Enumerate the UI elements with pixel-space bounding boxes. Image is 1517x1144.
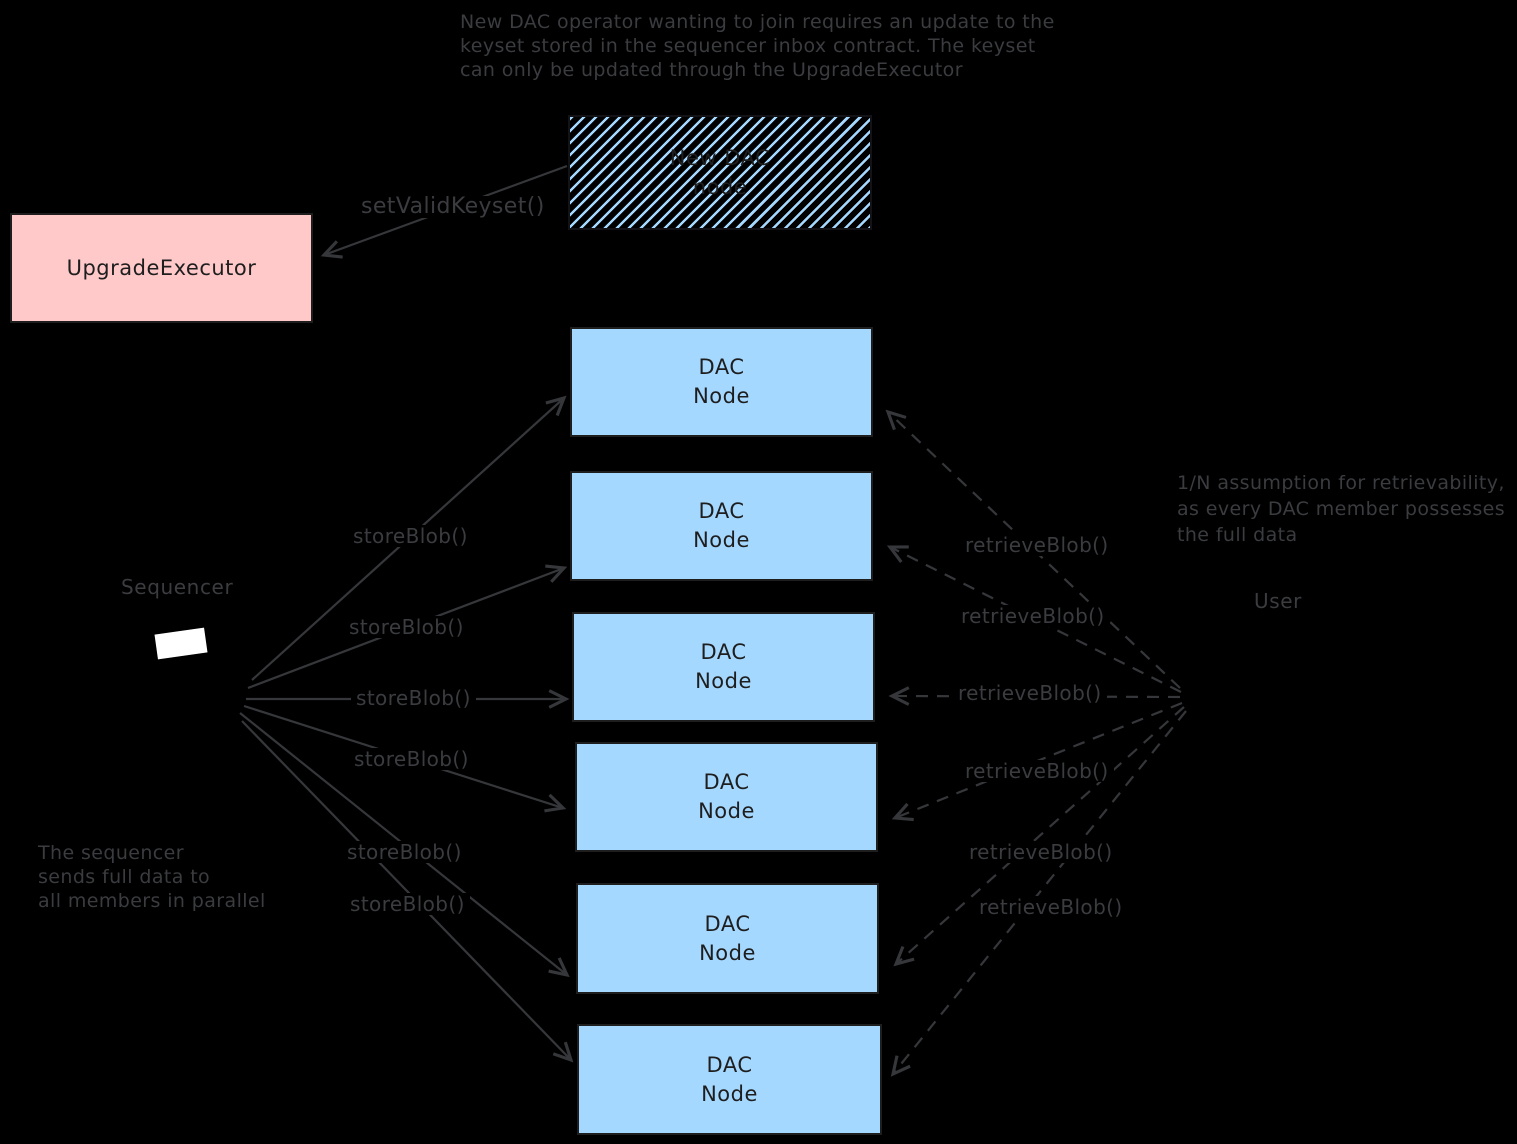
store-blob-label-6: storeBlob() <box>345 893 470 915</box>
retrieve-blob-label-4: retrieveBlob() <box>960 760 1114 782</box>
left-note: The sequencer sends full data to all mem… <box>38 842 266 912</box>
dac-node-3: DAC Node <box>572 612 875 722</box>
set-valid-keyset-label: setValidKeyset() <box>356 196 550 218</box>
dac-node-4: DAC Node <box>575 742 878 852</box>
store-blob-label-2: storeBlob() <box>344 616 469 638</box>
dac-node-1: DAC Node <box>570 327 873 437</box>
retrieve-blob-arrow-5 <box>893 706 1185 967</box>
store-blob-label-1: storeBlob() <box>348 525 473 547</box>
retrieve-blob-arrow-3 <box>888 686 1181 706</box>
new-dac-node: New DAC node <box>568 115 872 230</box>
upgrade-executor-node: UpgradeExecutor <box>10 213 313 323</box>
user-label: User <box>1254 589 1302 613</box>
dac-node-6: DAC Node <box>577 1024 882 1135</box>
store-blob-label-4: storeBlob() <box>349 748 474 770</box>
top-note: New DAC operator wanting to join require… <box>460 11 1055 81</box>
sequencer-label: Sequencer <box>121 575 234 599</box>
store-blob-arrow-6 <box>241 720 574 1063</box>
dac-node-2: DAC Node <box>570 471 873 581</box>
retrieve-blob-label-6: retrieveBlob() <box>974 896 1128 918</box>
right-note: 1/N assumption for retrievability, as ev… <box>1177 472 1506 546</box>
retrieve-blob-arrow-6 <box>890 710 1187 1077</box>
store-blob-label-5: storeBlob() <box>342 841 467 863</box>
retrieve-blob-label-3: retrieveBlob() <box>953 682 1107 704</box>
store-blob-label-3: storeBlob() <box>351 687 476 709</box>
dac-node-5: DAC Node <box>576 883 879 994</box>
retrieve-blob-label-2: retrieveBlob() <box>956 605 1110 627</box>
retrieve-blob-label-1: retrieveBlob() <box>960 534 1114 556</box>
retrieve-blob-label-5: retrieveBlob() <box>964 841 1118 863</box>
